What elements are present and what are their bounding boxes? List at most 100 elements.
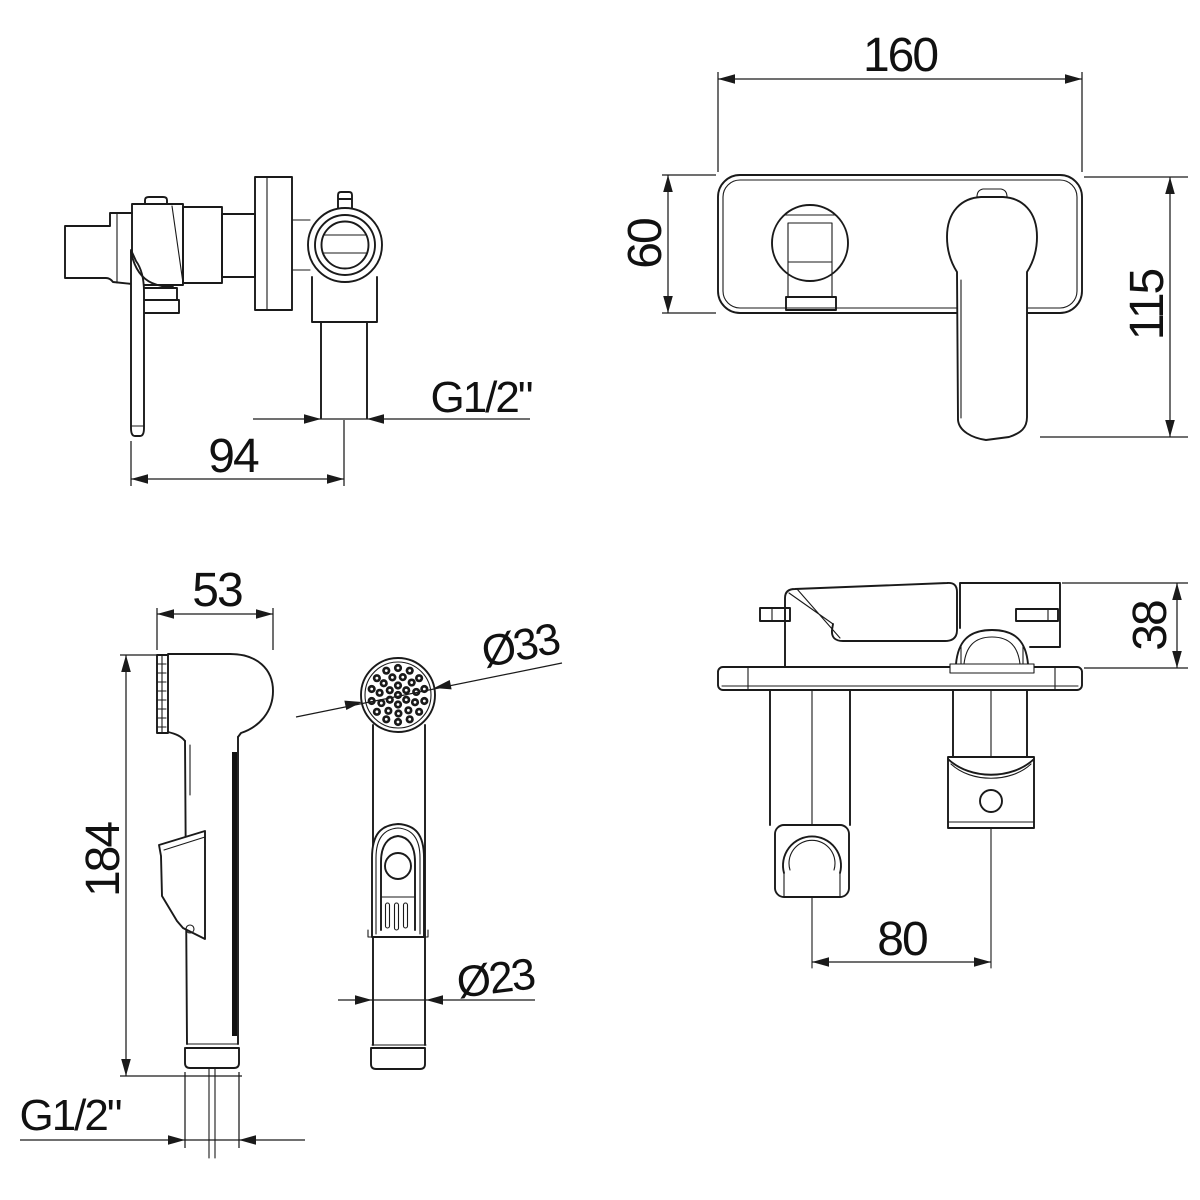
dim-53: 53 (156, 564, 274, 650)
arrow-80-right (974, 957, 991, 967)
top-clip-c-outer (782, 835, 842, 874)
spray-trigger-ridge-1 (384, 902, 391, 929)
dim-thread-outlet-label: G1/2" (430, 373, 531, 422)
dim-60-label: 60 (619, 219, 672, 269)
wall-flange (254, 176, 293, 311)
dim-grip-diameter-label: Ø23 (454, 950, 537, 1008)
top-holder-saddle (947, 758, 1035, 776)
arrow-115-bottom (1165, 420, 1175, 437)
top-arch-base (949, 663, 1035, 674)
top-arch-outer (955, 629, 1029, 665)
spray-head-outline (167, 653, 274, 742)
cartridge-neck (221, 213, 256, 278)
spray-trigger-front-mid (375, 827, 421, 935)
top-lever-creases (788, 588, 841, 639)
spray-nut-side (184, 1047, 240, 1069)
mixer-front-geometry (717, 174, 1083, 441)
valve-body-cap (144, 196, 168, 205)
arrow-53-right (256, 609, 273, 619)
spray-trigger-ridge-3 (402, 902, 409, 929)
mixer-front-view: 160 60 115 (619, 29, 1188, 441)
arrow-inlet-left (168, 1135, 185, 1145)
spray-hose-side (208, 1067, 216, 1159)
top-holder-hole (979, 789, 1003, 813)
arrow-grip-left (355, 995, 372, 1005)
spray-nut-front (370, 1047, 426, 1070)
dim-thread-outlet: G1/2" (253, 373, 534, 424)
arrow-60-bottom (663, 296, 673, 313)
spray-trigger-ridge-2 (393, 902, 400, 931)
arrow-inlet-right (239, 1135, 256, 1145)
dim-38-label: 38 (1124, 601, 1177, 651)
cartridge-section (182, 206, 223, 284)
elbow-pin (337, 191, 353, 214)
top-right-slot (1015, 608, 1059, 622)
wall-plate (717, 174, 1083, 314)
mixer-lever-front (946, 196, 1038, 441)
top-view-geometry (717, 581, 1083, 969)
dim-53-label: 53 (192, 564, 242, 617)
spray-front-geometry (360, 657, 436, 1070)
dim-160: 160 (717, 29, 1083, 172)
elbow-lower-box (311, 276, 378, 323)
spray-side-geometry (156, 653, 274, 1159)
top-holder-tube (952, 689, 1028, 758)
arrow-115-top (1165, 177, 1175, 194)
arrow-face-right (434, 679, 452, 690)
outlet-chords (322, 234, 368, 254)
arrow-184-bottom (121, 1059, 131, 1076)
top-valve-block (959, 582, 1061, 648)
spray-trigger-side (158, 830, 206, 940)
spray-trigger-side-line (163, 836, 206, 851)
dim-184: 184 (77, 654, 242, 1077)
top-lever-outline (784, 581, 958, 668)
spray-face-ticks (157, 663, 167, 728)
handle-knob-outline (64, 212, 133, 285)
dim-grip-diameter: Ø23 (338, 950, 537, 1008)
nozzle-dots (367, 663, 429, 727)
dim-60: 60 (619, 174, 716, 314)
dim-160-label: 160 (863, 29, 937, 82)
spray-trigger-base (367, 929, 429, 938)
outlet-ring-inner (320, 220, 370, 270)
top-arch-inner (960, 636, 1024, 665)
arrow-38-top (1172, 583, 1182, 600)
dim-94: 94 (130, 420, 345, 486)
drop-pipe (320, 321, 368, 419)
lever-blade (130, 249, 145, 437)
flange-stub (291, 219, 311, 271)
top-left-tab (759, 607, 791, 622)
spray-holder-ring (771, 204, 849, 282)
spray-trigger-pivot (185, 924, 195, 934)
arrow-94-left (131, 474, 148, 484)
spray-holder-collar (785, 296, 837, 311)
arrow-160-right (1065, 74, 1082, 84)
arrow-face-left (344, 700, 362, 711)
lever-collar (139, 287, 180, 314)
mixer-side-geometry (64, 176, 383, 437)
arrow-thread-right (367, 414, 384, 424)
spray-trigger-button (384, 852, 412, 880)
mixer-lever-cap (976, 188, 1008, 198)
dim-thread-inlet: G1/2" (19, 1072, 305, 1148)
outlet-ring-outer (314, 214, 376, 276)
arrow-184-top (121, 655, 131, 672)
dim-115: 115 (1040, 176, 1188, 438)
dim-94-label: 94 (208, 430, 259, 483)
elbow-body (307, 207, 383, 283)
dim-184-label: 184 (77, 822, 130, 897)
top-holder-saddle-inner (947, 763, 1035, 823)
top-plate-end-caps (721, 666, 1079, 691)
mixer-top-view: 80 38 (717, 581, 1188, 969)
mixer-side-view: 94 G1/2" (64, 176, 534, 486)
spray-face-inner (364, 661, 432, 729)
arrow-94-right (327, 474, 344, 484)
arrow-38-bottom (1172, 651, 1182, 668)
arrow-53-left (157, 609, 174, 619)
arrow-grip-right (426, 995, 443, 1005)
dim-80: 80 (812, 913, 991, 967)
arrow-160-left (718, 74, 735, 84)
spray-views: 53 184 G1/2" Ø33 Ø23 (19, 564, 563, 1159)
spray-holder-details (783, 214, 837, 298)
